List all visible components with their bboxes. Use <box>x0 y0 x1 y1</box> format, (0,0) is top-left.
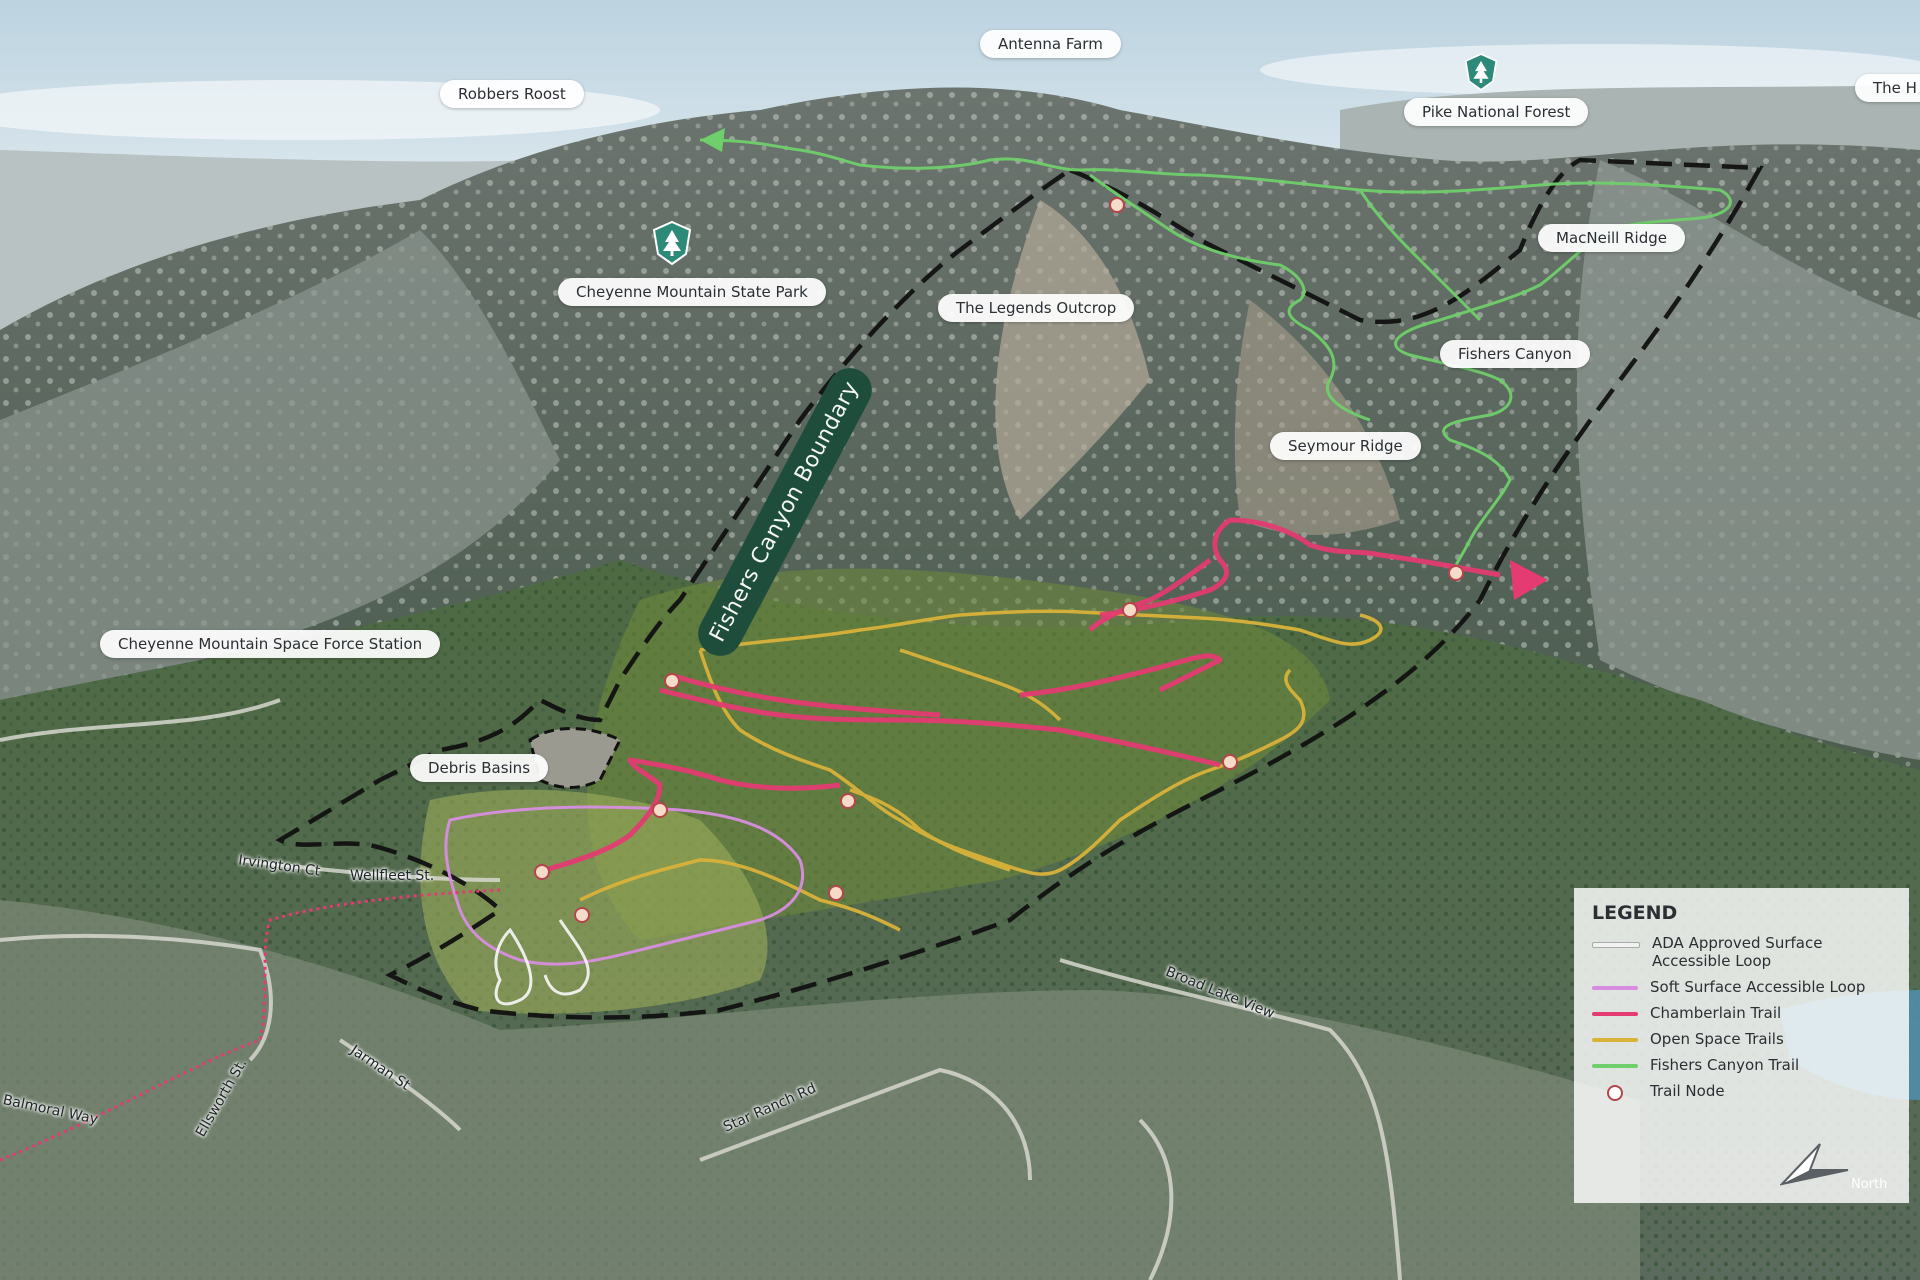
trail-node <box>652 802 668 818</box>
label-debris-basins: Debris Basins <box>410 754 549 782</box>
label-cheyenne-mountain-state-park: Cheyenne Mountain State Park <box>558 278 826 306</box>
legend-item-label: Chamberlain Trail <box>1650 1004 1782 1022</box>
legend-item-label: Trail Node <box>1650 1082 1725 1100</box>
fishers-trail-arrow <box>700 128 725 152</box>
pine-tree-icon <box>652 220 692 266</box>
street-wellfleet: Wellfleet St. <box>350 868 435 884</box>
road-main <box>0 933 273 1062</box>
chamberlain-arrow <box>1510 560 1548 600</box>
north-arrow-icon <box>1780 1143 1849 1186</box>
label-pike-national-forest: Pike National Forest <box>1404 98 1589 126</box>
trail-node <box>840 793 856 809</box>
cloud <box>1260 44 1920 96</box>
label-macneill-ridge: MacNeill Ridge <box>1538 224 1685 252</box>
legend-item-soft-surface-loop: Soft Surface Accessible Loop <box>1592 978 1895 996</box>
trail-node <box>534 864 550 880</box>
trail-node <box>1122 602 1138 618</box>
roads <box>0 698 1402 1280</box>
road-bend <box>1138 1118 1174 1280</box>
road-broad-lake <box>1059 958 1402 1280</box>
legend-item-label: Fishers Canyon Trail <box>1650 1056 1800 1074</box>
center-outcrop <box>995 200 1150 520</box>
left-ridge <box>0 230 560 700</box>
legend-item-fishers-canyon-trail: Fishers Canyon Trail <box>1592 1056 1895 1074</box>
trail-node <box>828 885 844 901</box>
legend-swatch <box>1592 942 1640 948</box>
legend-title: LEGEND <box>1592 902 1678 924</box>
north-label: North <box>1851 1177 1888 1192</box>
trail-node <box>1222 754 1238 770</box>
label-space-force-station: Cheyenne Mountain Space Force Station <box>100 630 441 658</box>
trail-node <box>664 673 680 689</box>
road-irvington <box>239 858 501 882</box>
pine-tree-icon <box>1464 53 1498 91</box>
label-robbers-roost: Robbers Roost <box>440 80 584 108</box>
chamberlain-dotted-route <box>0 888 501 1162</box>
legend-swatch <box>1592 1012 1638 1016</box>
open-space-meadow <box>587 568 1330 940</box>
legend-item-open-space-trails: Open Space Trails <box>1592 1030 1895 1048</box>
legend-item-label: Soft Surface Accessible Loop <box>1650 978 1866 996</box>
trail-node <box>574 907 590 923</box>
seymour-slope <box>1234 300 1400 535</box>
legend-item-chamberlain-trail: Chamberlain Trail <box>1592 1004 1895 1022</box>
legend-swatch <box>1592 1064 1638 1068</box>
legend-swatch <box>1592 1038 1638 1042</box>
road-star-ranch <box>699 1067 1032 1181</box>
chamberlain-trail <box>544 517 1501 873</box>
label-antenna-farm: Antenna Farm <box>980 30 1121 58</box>
road-space-force <box>0 698 281 742</box>
right-ridge <box>1576 160 1920 760</box>
trail-node <box>1448 565 1464 581</box>
debris-basin-edge <box>528 726 623 789</box>
trail-node-icon <box>1607 1085 1623 1101</box>
legend-item-trail-node: Trail Node <box>1592 1082 1895 1101</box>
legend-item-label: Open Space Trails <box>1650 1030 1784 1048</box>
legend-swatch <box>1592 986 1638 990</box>
trail-node <box>1109 197 1125 213</box>
fishers-canyon-trail <box>699 138 1732 579</box>
park-meadow <box>420 789 768 1014</box>
label-legends-outcrop: The Legends Outcrop <box>938 294 1135 322</box>
road-jarman <box>338 1038 462 1132</box>
label-the-h: The H <box>1855 74 1920 102</box>
ada-loop <box>494 919 590 1006</box>
trail-nodes <box>534 197 1464 923</box>
fishers-canyon-boundary <box>275 157 1764 1020</box>
label-fishers-canyon: Fishers Canyon <box>1440 340 1590 368</box>
residential-area <box>0 900 1640 1280</box>
label-seymour-ridge: Seymour Ridge <box>1270 432 1421 460</box>
